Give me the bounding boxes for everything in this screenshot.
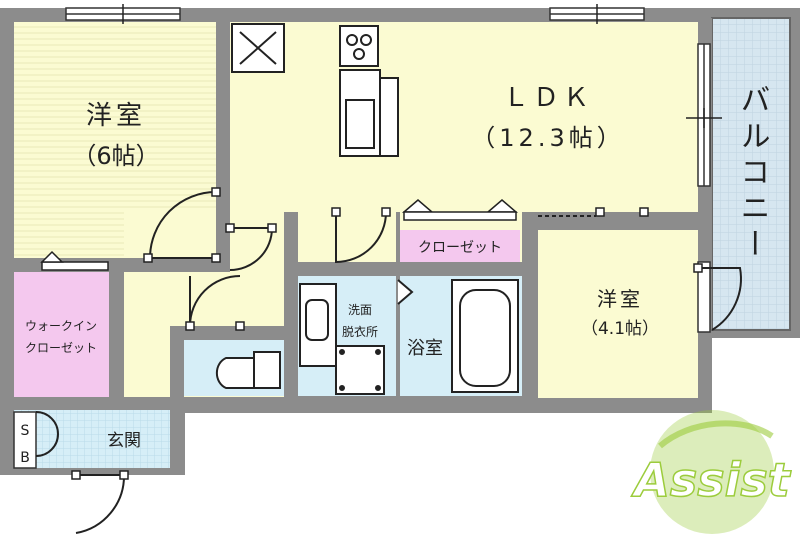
western-room-small-floor — [538, 230, 698, 398]
closet-floor — [400, 230, 520, 262]
bath-label: 浴室 — [407, 338, 443, 359]
closet-label: クローゼット — [418, 240, 502, 256]
washroom-label-2: 脱衣所 — [342, 324, 378, 339]
western-room-small-label: 洋室 — [597, 287, 643, 311]
ldk-floor — [230, 22, 698, 212]
logo-text: Assist — [631, 453, 792, 507]
door-stops — [71, 187, 703, 480]
balcony-label: バルコニー — [735, 84, 770, 264]
bathtub — [451, 279, 519, 393]
western-room-large-label: 洋室 — [86, 101, 146, 131]
doors — [35, 191, 742, 534]
western-room-large-size: （6帖） — [72, 142, 159, 170]
shoebox — [13, 411, 37, 469]
shoebox-label-1: S — [21, 423, 30, 439]
walkin-closet-label-1: ウォークイン — [25, 319, 97, 333]
bath-door — [397, 279, 414, 305]
walkin-closet-floor — [14, 272, 109, 397]
ldk-size: （12.3帖） — [471, 124, 624, 152]
assist-logo: Assist — [631, 410, 793, 534]
ldk-label: ＬＤＫ — [503, 83, 593, 113]
balcony-window-mark — [686, 108, 722, 128]
toilet-fixture — [215, 351, 281, 389]
walkin-closet-label-2: クローゼット — [25, 341, 97, 355]
entrance-label: 玄関 — [107, 431, 141, 451]
window-marks — [122, 4, 598, 24]
closet-sliding-doors — [40, 199, 519, 271]
washroom-fixtures — [299, 283, 385, 395]
western-room-small-size: （4.1帖） — [581, 319, 659, 339]
sink — [345, 99, 375, 149]
balcony-area — [711, 17, 791, 331]
shoebox-label-2: B — [20, 450, 30, 466]
entrance-floor — [14, 410, 170, 468]
washroom-label-1: 洗面 — [348, 303, 372, 317]
kitchen-unit — [231, 23, 399, 157]
